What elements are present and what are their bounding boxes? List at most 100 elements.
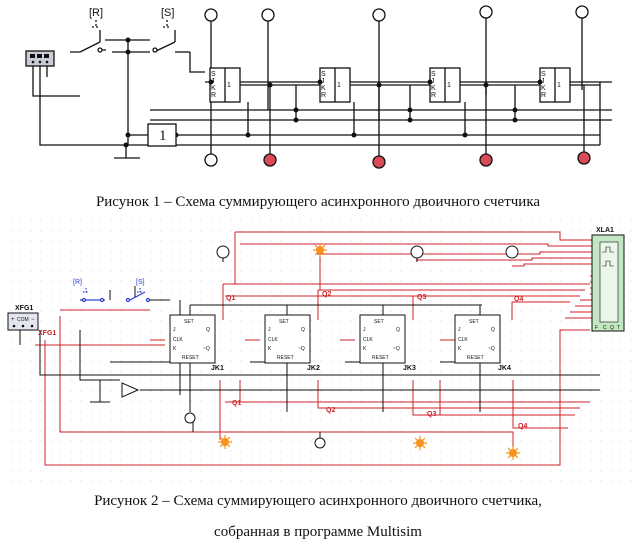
svg-text:SET: SET bbox=[184, 319, 194, 325]
svg-text:RESET: RESET bbox=[467, 355, 484, 361]
trigger-jk4-label: JK4 bbox=[498, 365, 511, 372]
switch-r[interactable] bbox=[79, 41, 101, 53]
svg-text:~Q: ~Q bbox=[488, 346, 495, 352]
net-label-q1-bottom: Q1 bbox=[232, 400, 241, 407]
svg-text:RESET: RESET bbox=[277, 355, 294, 361]
svg-text:S: S bbox=[431, 71, 436, 78]
trigger-jk1-label: JK1 bbox=[211, 365, 224, 372]
lamp-bottom-4 bbox=[506, 446, 520, 460]
led-q4 bbox=[577, 151, 591, 165]
net-label-q1-top: Q1 bbox=[226, 295, 235, 302]
switch-r-label-2: [R] bbox=[73, 279, 82, 286]
svg-text:~Q: ~Q bbox=[393, 346, 400, 352]
led-q3 bbox=[479, 153, 493, 167]
svg-text:RESET: RESET bbox=[372, 355, 389, 361]
svg-text:J: J bbox=[458, 327, 461, 333]
svg-text:R: R bbox=[541, 92, 546, 99]
svg-text:S: S bbox=[211, 71, 216, 78]
trigger-jk4: SET J Q CLK K ~Q RESET JK4 bbox=[454, 314, 511, 372]
svg-text:SET: SET bbox=[374, 319, 384, 325]
trigger-jk3-label: JK3 bbox=[403, 365, 416, 372]
svg-text:K: K bbox=[541, 85, 546, 92]
led-q2 bbox=[372, 155, 386, 169]
indicator-top-5 bbox=[575, 5, 589, 19]
probe-top-1 bbox=[216, 245, 230, 259]
svg-text:K: K bbox=[363, 346, 367, 352]
svg-text:CLK: CLK bbox=[268, 337, 278, 343]
trigger-4: S J K R 1 bbox=[539, 67, 571, 103]
figure-1-caption: Рисунок 1 – Схема суммирующего асинхронн… bbox=[96, 194, 540, 210]
svg-text:J: J bbox=[173, 327, 176, 333]
svg-text:Q: Q bbox=[206, 327, 210, 333]
figure-2-caption-line-1: Рисунок 2 – Схема суммирующего асинхронн… bbox=[94, 493, 542, 509]
svg-text:R: R bbox=[211, 92, 216, 99]
net-label-q4-bottom: Q4 bbox=[518, 423, 527, 430]
pulse-source bbox=[25, 50, 55, 67]
inverter-2 bbox=[121, 382, 140, 398]
svg-text:1: 1 bbox=[159, 128, 167, 144]
net-label-q2-bottom: Q2 bbox=[326, 407, 335, 414]
svg-text:R: R bbox=[321, 92, 326, 99]
trigger-jk1: SET J Q CLK K ~Q RESET JK1 bbox=[169, 314, 224, 372]
inverter bbox=[147, 123, 177, 147]
svg-text:J: J bbox=[268, 327, 271, 333]
indicator-top-3 bbox=[372, 8, 386, 22]
svg-text:K: K bbox=[211, 85, 216, 92]
svg-text:R: R bbox=[431, 92, 436, 99]
svg-text:1: 1 bbox=[227, 82, 231, 89]
svg-text:Q: Q bbox=[301, 327, 305, 333]
generator-label: XFG1 bbox=[15, 305, 33, 312]
svg-text:K: K bbox=[173, 346, 177, 352]
switch-s-label: [S] bbox=[161, 7, 174, 19]
svg-text:Q: Q bbox=[491, 327, 495, 333]
trigger-jk2-label: JK2 bbox=[307, 365, 320, 372]
svg-text:+: + bbox=[11, 317, 15, 323]
net-label-q3-bottom: Q3 bbox=[427, 411, 436, 418]
lamp-bottom-3 bbox=[413, 436, 427, 450]
indicator-bottom-1 bbox=[204, 153, 218, 167]
svg-text:~Q: ~Q bbox=[298, 346, 305, 352]
generator-net-label: XFG1 bbox=[38, 330, 56, 337]
function-generator[interactable] bbox=[7, 312, 39, 331]
lamp-top-2 bbox=[313, 243, 327, 257]
svg-text:1: 1 bbox=[447, 82, 451, 89]
svg-text:SET: SET bbox=[279, 319, 289, 325]
svg-text:F: F bbox=[595, 325, 598, 331]
svg-text:K: K bbox=[458, 346, 462, 352]
trigger-2: S J K R 1 bbox=[319, 67, 351, 103]
analyzer-label: XLA1 bbox=[596, 227, 614, 234]
svg-text:Q: Q bbox=[396, 327, 400, 333]
svg-text:J: J bbox=[541, 78, 545, 85]
figure-2-caption-line-2: собранная в программе Multisim bbox=[214, 524, 422, 540]
svg-text:1: 1 bbox=[557, 82, 561, 89]
figure-2-multisim-schematic: XFG1 + COM − XFG1 [R] [S] SET J Q bbox=[5, 218, 635, 486]
probe-bottom-1 bbox=[184, 412, 196, 424]
svg-text:CLK: CLK bbox=[458, 337, 468, 343]
net-label-q3-top: Q3 bbox=[417, 294, 426, 301]
svg-text:CLK: CLK bbox=[363, 337, 373, 343]
switch-s-2[interactable] bbox=[129, 291, 146, 301]
svg-text:C: C bbox=[603, 325, 607, 331]
svg-text:1: 1 bbox=[337, 82, 341, 89]
svg-text:−: − bbox=[31, 317, 35, 323]
trigger-jk3: SET J Q CLK K ~Q RESET JK3 bbox=[359, 314, 416, 372]
svg-text:T: T bbox=[617, 325, 620, 331]
switch-s-label-2: [S] bbox=[136, 279, 145, 286]
probe-bottom-2 bbox=[314, 437, 326, 449]
net-label-q4-top: Q4 bbox=[514, 296, 523, 303]
svg-text:Q: Q bbox=[610, 325, 614, 331]
svg-text:S: S bbox=[541, 71, 546, 78]
indicator-top-2 bbox=[261, 8, 275, 22]
svg-text:CLK: CLK bbox=[173, 337, 183, 343]
switch-r-label: [R] bbox=[89, 7, 103, 19]
figure-1-schematic: [R] [S] 1 bbox=[25, 5, 612, 169]
svg-text:COM: COM bbox=[17, 317, 29, 323]
svg-text:~Q: ~Q bbox=[203, 346, 210, 352]
svg-text:SET: SET bbox=[469, 319, 479, 325]
indicator-top-1 bbox=[204, 8, 218, 22]
probe-top-3 bbox=[410, 245, 424, 259]
svg-text:S: S bbox=[321, 71, 326, 78]
svg-text:RESET: RESET bbox=[182, 355, 199, 361]
led-q1 bbox=[263, 153, 277, 167]
